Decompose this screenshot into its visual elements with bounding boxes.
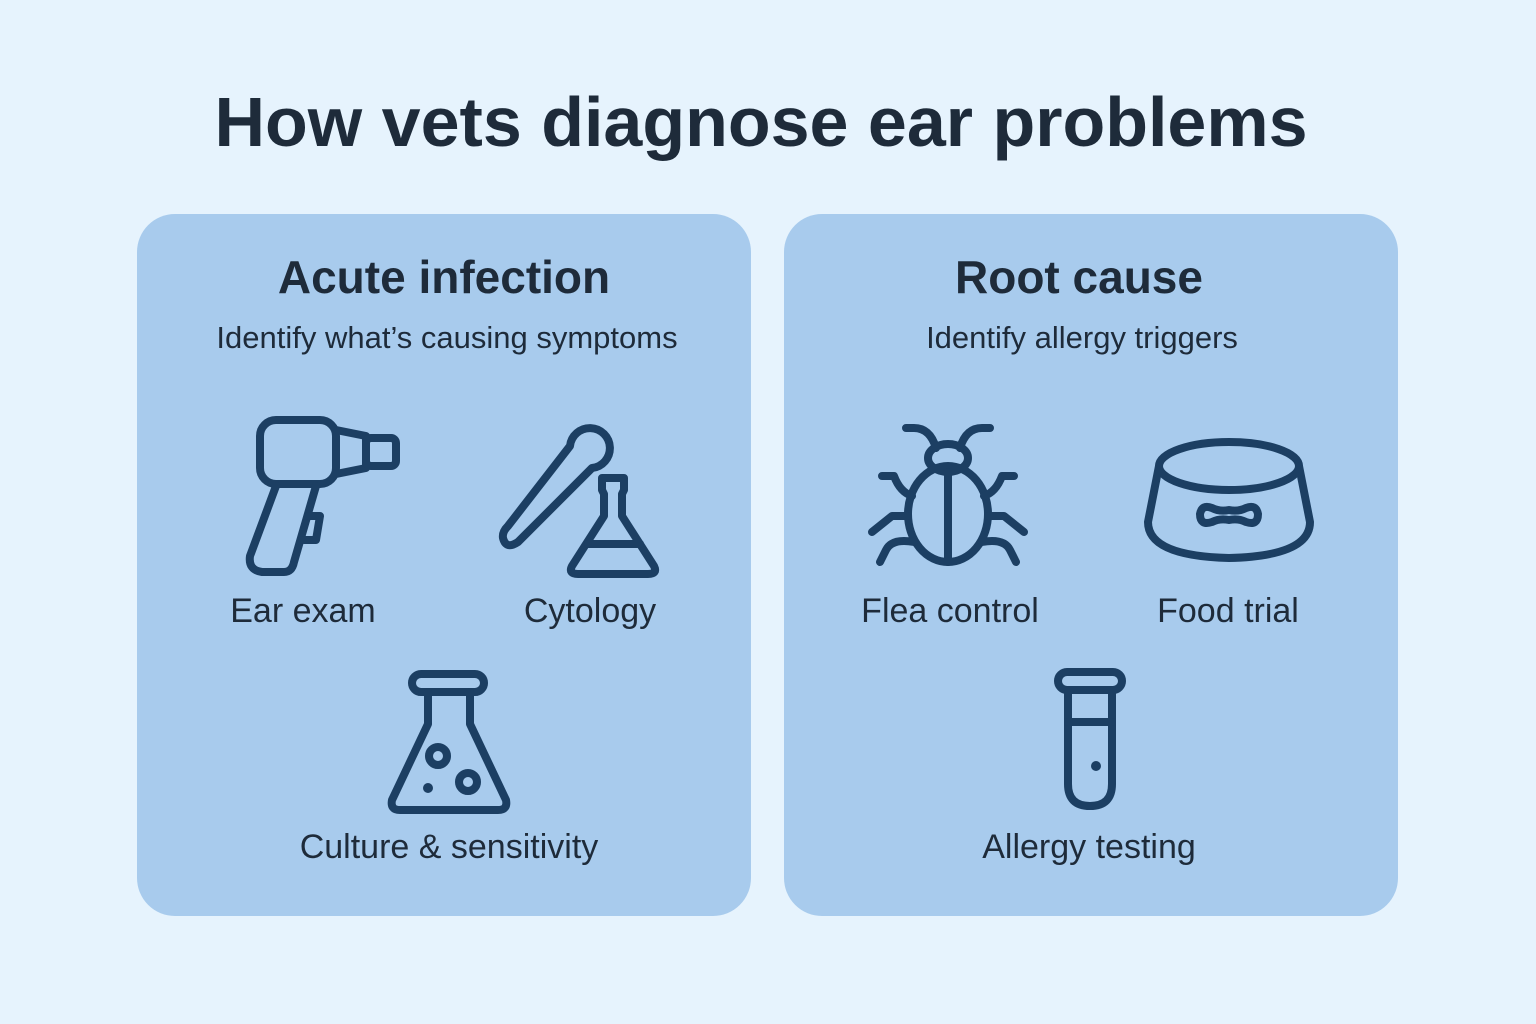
otoscope-icon: [244, 416, 400, 576]
bug-icon: [868, 422, 1028, 566]
page-title: How vets diagnose ear problems: [214, 83, 1308, 161]
item-label-food-trial: Food trial: [1157, 592, 1299, 630]
panel-subtitle: Identify allergy triggers: [926, 320, 1238, 355]
panel-root-cause: [784, 214, 1398, 916]
panel-subtitle: Identify what’s causing symptoms: [216, 320, 678, 355]
panel-title: Acute infection: [277, 251, 611, 303]
item-label-ear-exam: Ear exam: [230, 592, 376, 630]
test-tube-icon: [1054, 668, 1126, 810]
item-label-culture-sensitivity: Culture & sensitivity: [299, 828, 599, 866]
item-label-allergy-testing: Allergy testing: [982, 828, 1196, 866]
flask-icon: [387, 670, 511, 814]
swab-and-flask-icon: [498, 416, 660, 578]
item-label-cytology: Cytology: [523, 592, 657, 630]
food-bowl-icon: [1144, 438, 1314, 562]
panel-title: Root cause: [955, 251, 1203, 303]
item-label-flea-control: Flea control: [861, 592, 1039, 630]
